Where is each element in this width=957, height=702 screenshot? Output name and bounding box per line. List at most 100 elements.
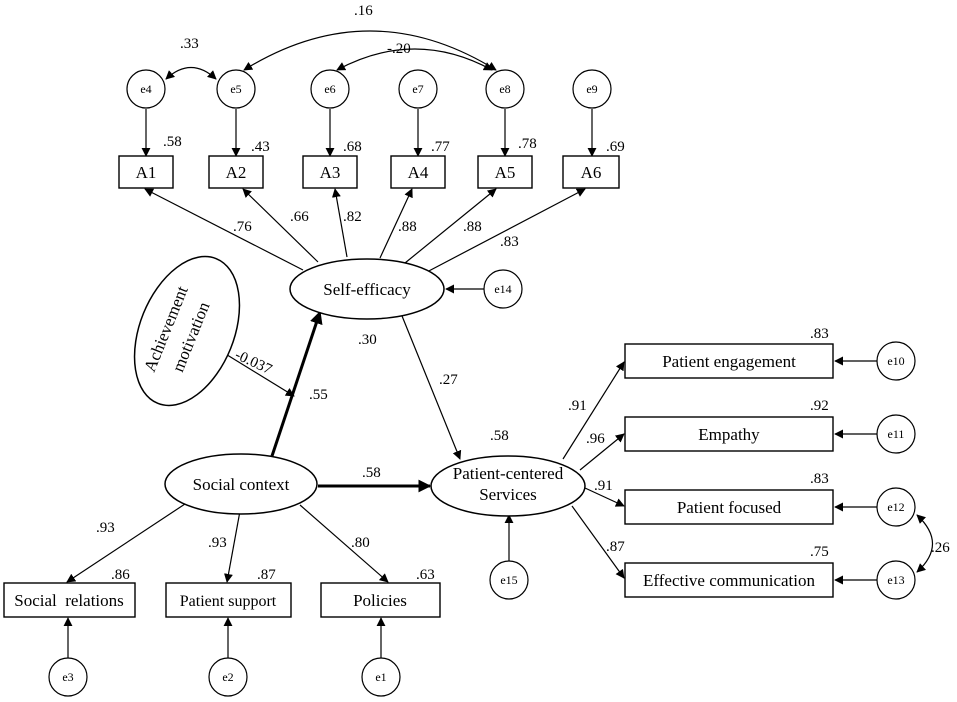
error-circle-e6 xyxy=(310,69,350,109)
path-self-efficacy-service: .27 xyxy=(439,372,458,388)
error-label-e14: e14 xyxy=(494,282,511,296)
self-efficacy-loadings: .76 .66 .82 .88 .88 .83 xyxy=(233,209,519,250)
self-efficacy-item-r2: .58 .43 .68 .77 .78 .69 xyxy=(163,134,625,155)
loading-policies: .80 xyxy=(351,535,370,551)
error-circle-e7 xyxy=(398,69,438,109)
indicator-label-a4: A4 xyxy=(408,163,429,182)
indicator-box-a3 xyxy=(302,155,358,189)
error-circle-e14 xyxy=(483,269,523,309)
loading-a5: .88 xyxy=(463,219,482,235)
loading-patient-engagement: .91 xyxy=(568,398,587,414)
r2-patient-support: .87 xyxy=(257,567,276,583)
indicator-box-a1 xyxy=(118,155,174,189)
indicator-label-a3: A3 xyxy=(320,163,341,182)
social-context-label: Social context xyxy=(193,475,290,494)
loading-patient-focused: .91 xyxy=(594,478,613,494)
r2-effective-communication: .75 xyxy=(810,544,829,560)
indicator-label-effective-communication: Effective communication xyxy=(643,571,815,590)
indicator-box-patient-support xyxy=(165,582,292,618)
social-context-ellipse xyxy=(164,453,318,515)
error-label-e11: e11 xyxy=(888,427,905,441)
r2-patient-centered: .58 xyxy=(490,428,509,444)
r2-empathy: .92 xyxy=(810,398,829,414)
error-circle-e12 xyxy=(876,487,916,527)
covariance-labels-top: .33 .16 -.20 xyxy=(180,3,411,57)
r2-a6: .69 xyxy=(606,139,625,155)
self-efficacy-item-errors: e4 e5 e6 e7 e8 e9 xyxy=(126,69,612,109)
r2-a5: .78 xyxy=(518,136,537,152)
indicator-label-empathy: Empathy xyxy=(698,425,760,444)
path-social-self-efficacy: .55 xyxy=(309,387,328,403)
loading-a2: .66 xyxy=(290,209,309,225)
error-label-e3: e3 xyxy=(62,670,73,684)
loading-a1: .76 xyxy=(233,219,252,235)
indicator-box-patient-engagement xyxy=(624,343,834,379)
error-label-e13: e13 xyxy=(887,573,904,587)
r2-social-relations: .86 xyxy=(111,567,130,583)
patient-centered-ellipse xyxy=(430,455,586,517)
moderation-coef: -0.037 xyxy=(232,347,274,378)
error-circle-e13 xyxy=(876,560,916,600)
error-label-e5: e5 xyxy=(230,82,241,96)
cov-e6-e8: -.20 xyxy=(387,41,411,57)
error-circle-e11 xyxy=(876,414,916,454)
error-label-e15: e15 xyxy=(500,573,517,587)
loading-a4: .88 xyxy=(398,219,417,235)
error-label-e7: e7 xyxy=(412,82,423,96)
indicator-label-a1: A1 xyxy=(136,163,157,182)
self-efficacy-indicators: A1 A2 A3 A4 A5 A6 xyxy=(118,155,620,189)
r2-a3: .68 xyxy=(343,139,362,155)
loading-a3: .82 xyxy=(343,209,362,225)
loading-patient-support: .93 xyxy=(208,535,227,551)
r2-patient-engagement: .83 xyxy=(810,326,829,342)
indicator-label-policies: Policies xyxy=(353,591,407,610)
indicator-box-empathy xyxy=(624,416,834,452)
error-circle-e3 xyxy=(48,657,88,697)
r2-a2: .43 xyxy=(251,139,270,155)
error-circle-e5 xyxy=(216,69,256,109)
error-circle-e1 xyxy=(361,657,401,697)
error-label-e9: e9 xyxy=(586,82,597,96)
loading-effective-communication: .87 xyxy=(606,539,625,555)
r2-a4: .77 xyxy=(431,139,450,155)
error-label-e6: e6 xyxy=(324,82,335,96)
indicator-label-a5: A5 xyxy=(495,163,516,182)
indicator-box-a6 xyxy=(562,155,620,189)
r2-policies: .63 xyxy=(416,567,435,583)
indicator-label-patient-engagement: Patient engagement xyxy=(662,352,796,371)
r2-a1: .58 xyxy=(163,134,182,150)
error-label-e8: e8 xyxy=(499,82,510,96)
indicator-box-social-relations xyxy=(3,582,136,618)
error-circle-e2 xyxy=(208,657,248,697)
error-circle-e9 xyxy=(572,69,612,109)
patient-centered-label-line2: Services xyxy=(479,485,537,504)
cov-e12-e13: .26 xyxy=(931,540,950,556)
loading-social-relations: .93 xyxy=(96,520,115,536)
indicator-box-policies xyxy=(320,582,441,618)
loading-a6: .83 xyxy=(500,234,519,250)
indicator-label-social-relations: Social relations xyxy=(14,591,124,610)
self-efficacy-ellipse xyxy=(289,258,445,320)
indicator-box-patient-focused xyxy=(624,489,834,525)
error-label-e10: e10 xyxy=(887,354,904,368)
patient-centered-label-line1: Patient-centered xyxy=(453,464,564,483)
path-social-service: .58 xyxy=(362,465,381,481)
indicator-box-a5 xyxy=(477,155,533,189)
indicator-box-a2 xyxy=(208,155,264,189)
error-label-e1: e1 xyxy=(375,670,386,684)
error-circle-e15 xyxy=(489,560,529,600)
loading-empathy: .96 xyxy=(586,431,605,447)
error-circle-e8 xyxy=(485,69,525,109)
r2-patient-focused: .83 xyxy=(810,471,829,487)
r2-self-efficacy: .30 xyxy=(358,332,377,348)
indicator-label-a6: A6 xyxy=(581,163,602,182)
error-label-e4: e4 xyxy=(140,82,151,96)
self-efficacy-label: Self-efficacy xyxy=(323,280,411,299)
indicator-label-a2: A2 xyxy=(226,163,247,182)
paths xyxy=(63,30,933,658)
achievement-motivation-ellipse xyxy=(133,255,241,407)
indicator-box-effective-communication xyxy=(624,562,834,598)
indicator-label-patient-support: Patient support xyxy=(180,593,277,610)
cov-e5-e8: .16 xyxy=(354,3,373,19)
